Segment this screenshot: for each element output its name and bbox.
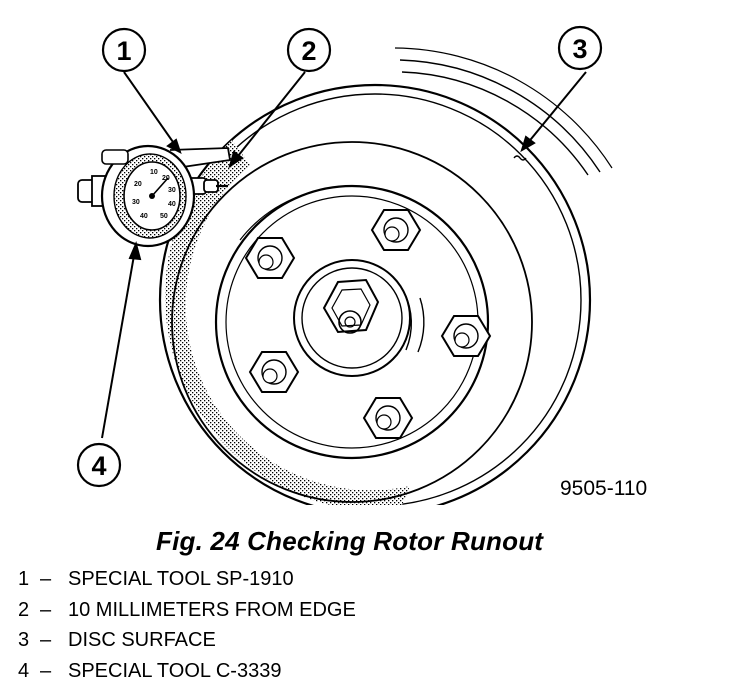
dial-number: 50 <box>160 213 168 220</box>
legend-text: SPECIAL TOOL SP-1910 <box>68 568 294 590</box>
legend-item: 1–SPECIAL TOOL SP-1910 <box>18 564 356 595</box>
svg-text:2: 2 <box>301 36 316 66</box>
svg-text:1: 1 <box>116 36 131 66</box>
legend-text: DISC SURFACE <box>68 629 216 651</box>
dial-number: 30 <box>168 187 176 194</box>
legend-item: 2–10 MILLIMETERS FROM EDGE <box>18 595 356 626</box>
legend-text: SPECIAL TOOL C-3339 <box>68 660 281 682</box>
legend-item: 3–DISC SURFACE <box>18 625 356 656</box>
legend-dash: – <box>40 595 68 626</box>
legend-dash: – <box>40 625 68 656</box>
legend-number: 1 <box>18 564 40 595</box>
legend-number: 2 <box>18 595 40 626</box>
callout-1: 1 <box>103 29 145 71</box>
disc-rotor <box>160 48 612 515</box>
figure-id: 9505-110 <box>560 477 647 500</box>
dial-number: 20 <box>134 181 142 188</box>
legend-number: 3 <box>18 625 40 656</box>
svg-text:4: 4 <box>91 451 106 481</box>
callout-2: 2 <box>288 29 330 71</box>
dial-number: 20 <box>162 175 170 182</box>
legend-list: 1–SPECIAL TOOL SP-1910 2–10 MILLIMETERS … <box>18 564 356 686</box>
legend-dash: – <box>40 656 68 686</box>
legend-number: 4 <box>18 656 40 686</box>
legend-text: 10 MILLIMETERS FROM EDGE <box>68 599 356 621</box>
figure-caption: Fig. 24 Checking Rotor Runout <box>156 526 543 557</box>
legend-item: 4–SPECIAL TOOL C-3339 <box>18 656 356 686</box>
svg-text:3: 3 <box>572 34 587 64</box>
callout-3: 3 <box>559 27 601 69</box>
callout-4: 4 <box>78 444 120 486</box>
dial-number: 40 <box>168 201 176 208</box>
rotor-runout-illustration: 10 20 30 40 50 40 30 20 1 2 3 4 9505-110 <box>0 0 736 520</box>
dial-number: 40 <box>140 213 148 220</box>
dial-number: 10 <box>150 169 158 176</box>
dial-number: 30 <box>132 199 140 206</box>
legend-dash: – <box>40 564 68 595</box>
